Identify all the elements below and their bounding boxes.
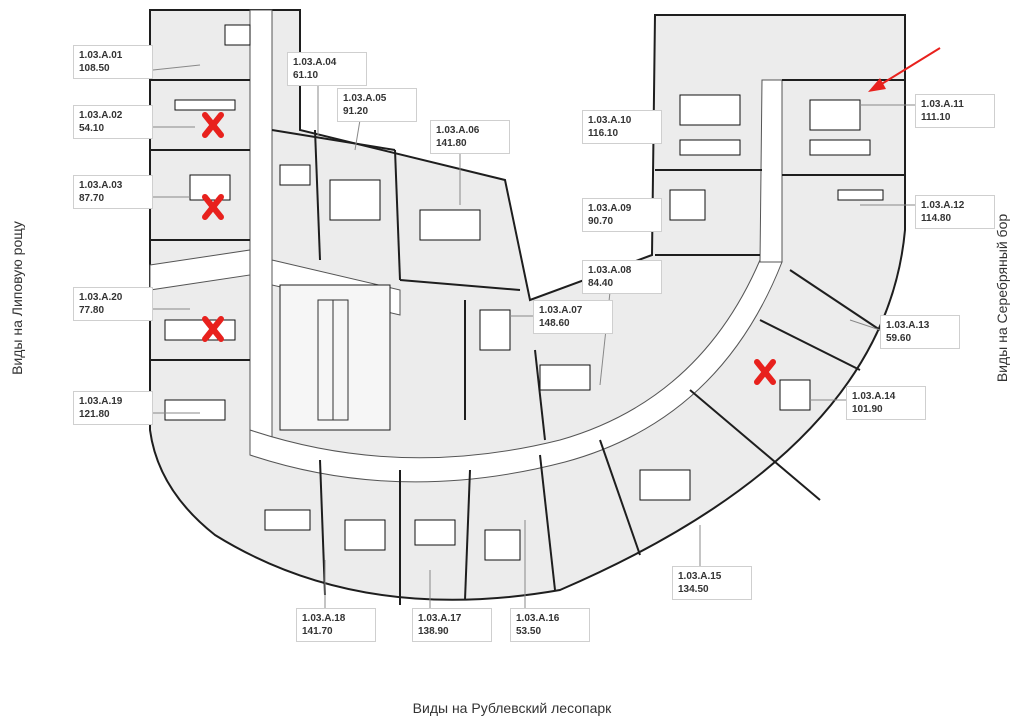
unit-area: 87.70: [79, 193, 105, 204]
unit-label[interactable]: 1.03.A.18 141.70: [296, 608, 376, 642]
unit-area: 84.40: [588, 278, 614, 289]
unavailable-mark-icon: [202, 316, 224, 342]
unit-area: 54.10: [79, 123, 105, 134]
unit-area: 141.70: [302, 626, 333, 637]
elevator-core: [279, 284, 391, 431]
corridor-right: [759, 79, 783, 263]
unit-id: 1.03.A.09: [588, 203, 632, 214]
unit-id: 1.03.A.08: [588, 265, 632, 276]
room-walls: [150, 79, 905, 605]
unit-id: 1.03.A.14: [852, 391, 896, 402]
view-label-bottom: Виды на Рублевский лесопарк: [412, 700, 612, 716]
unavailable-mark-icon: [754, 359, 776, 385]
corridor-cross-left: [149, 249, 251, 291]
unit-area: 116.10: [588, 128, 619, 139]
unit-id: 1.03.A.05: [343, 93, 387, 104]
unit-label[interactable]: 1.03.A.06 141.80: [430, 120, 510, 154]
unit-id: 1.03.A.07: [539, 305, 583, 316]
unit-label[interactable]: 1.03.A.19 121.80: [73, 391, 153, 425]
view-label-left: Виды на Липовую рощу: [9, 221, 25, 375]
unit-id: 1.03.A.17: [418, 613, 462, 624]
unit-area: 121.80: [79, 409, 110, 420]
unit-area: 77.80: [79, 305, 105, 316]
unit-label[interactable]: 1.03.A.07 148.60: [533, 300, 613, 334]
unit-label[interactable]: 1.03.A.15 134.50: [672, 566, 752, 600]
unit-id: 1.03.A.13: [886, 320, 930, 331]
unit-area: 59.60: [886, 333, 912, 344]
unit-id: 1.03.A.20: [79, 292, 123, 303]
unit-label[interactable]: 1.03.A.04 61.10: [287, 52, 367, 86]
unit-area: 111.10: [921, 112, 951, 123]
unavailable-mark-icon: [202, 194, 224, 220]
unit-label[interactable]: 1.03.A.02 54.10: [73, 105, 153, 139]
unavailable-mark-icon: [202, 112, 224, 138]
unit-id: 1.03.A.16: [516, 613, 560, 624]
unit-label[interactable]: 1.03.A.03 87.70: [73, 175, 153, 209]
unit-area: 108.50: [79, 63, 110, 74]
unit-label[interactable]: 1.03.A.16 53.50: [510, 608, 590, 642]
unit-id: 1.03.A.04: [293, 57, 337, 68]
view-label-right: Виды на Серебряный бор: [994, 213, 1010, 383]
unit-id: 1.03.A.02: [79, 110, 123, 121]
pointer-arrow-icon: [868, 47, 941, 92]
unit-id: 1.03.A.18: [302, 613, 346, 624]
unit-label[interactable]: 1.03.A.20 77.80: [73, 287, 153, 321]
unit-area: 90.70: [588, 216, 614, 227]
unit-area: 141.80: [436, 138, 467, 149]
unit-label[interactable]: 1.03.A.13 59.60: [880, 315, 960, 349]
unit-label[interactable]: 1.03.A.11 111.10: [915, 94, 995, 128]
unit-id: 1.03.A.10: [588, 115, 632, 126]
unit-label[interactable]: 1.03.A.10 116.10: [582, 110, 662, 144]
unit-id: 1.03.A.12: [921, 200, 965, 211]
unit-area: 53.50: [516, 626, 542, 637]
unit-id: 1.03.A.11: [921, 99, 964, 110]
unit-area: 138.90: [418, 626, 449, 637]
unit-id: 1.03.A.15: [678, 571, 722, 582]
unit-area: 114.80: [921, 213, 952, 224]
unit-label[interactable]: 1.03.A.05 91.20: [337, 88, 417, 122]
unit-label[interactable]: 1.03.A.12 114.80: [915, 195, 995, 229]
unit-id: 1.03.A.06: [436, 125, 480, 136]
stairs: [317, 299, 349, 421]
unit-area: 61.10: [293, 70, 319, 81]
unit-label[interactable]: 1.03.A.01 108.50: [73, 45, 153, 79]
unit-area: 134.50: [678, 584, 709, 595]
unit-label[interactable]: 1.03.A.09 90.70: [582, 198, 662, 232]
unit-area: 101.90: [852, 404, 883, 415]
unit-label[interactable]: 1.03.A.08 84.40: [582, 260, 662, 294]
corridor-left: [249, 9, 273, 441]
unit-area: 148.60: [539, 318, 570, 329]
unit-label[interactable]: 1.03.A.14 101.90: [846, 386, 926, 420]
unit-id: 1.03.A.01: [79, 50, 123, 61]
unit-id: 1.03.A.19: [79, 396, 123, 407]
unit-id: 1.03.A.03: [79, 180, 123, 191]
unit-label[interactable]: 1.03.A.17 138.90: [412, 608, 492, 642]
desks: [164, 24, 884, 561]
unit-area: 91.20: [343, 106, 369, 117]
